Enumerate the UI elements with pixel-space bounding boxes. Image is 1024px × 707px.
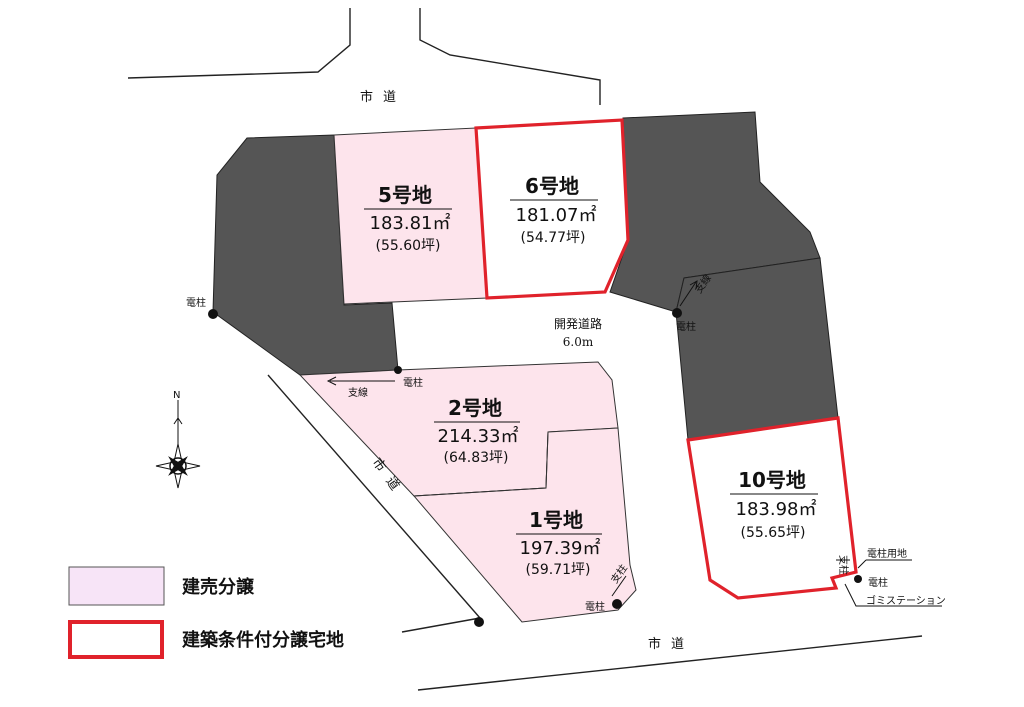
pole-label-lot10: 電柱 — [868, 576, 888, 589]
legend-conditional-label: 建築条件付分譲宅地 — [182, 629, 344, 651]
pole-marker-west — [208, 309, 218, 319]
pole-labels: 電柱 電柱 電柱 電柱 電柱 — [186, 296, 888, 613]
lot-2-title: 2号地 — [448, 396, 502, 420]
lot-1-label: 1号地 197.39㎡ (59.71坪) — [516, 508, 602, 578]
lot-2-tsubo: (64.83坪) — [443, 450, 508, 466]
lot-1-tsubo: (59.71坪) — [525, 562, 590, 578]
pole-marker-lot1 — [612, 599, 622, 609]
legend-sale-label: 建売分譲 — [182, 576, 255, 598]
pole-label-lot2: 電柱 — [403, 376, 423, 389]
pole-support-label-lot10: 支柱 — [837, 555, 850, 575]
lot-5-area: 183.81㎡ — [370, 212, 451, 234]
lot-6-area: 181.07㎡ — [516, 204, 597, 226]
north-label: N — [173, 390, 180, 401]
conditional-lots — [474, 118, 858, 600]
south-road-label: 市道 — [648, 636, 694, 652]
lot-6-label: 6号地 181.07㎡ (54.77坪) — [510, 174, 598, 246]
dev-road-width: 6.0m — [563, 335, 594, 349]
pole-label-west: 電柱 — [186, 296, 206, 309]
legend: 建売分譲 建築条件付分譲宅地 — [68, 566, 344, 659]
lot-10-title: 10号地 — [738, 468, 806, 492]
guy-wire-label-lot2: 支線 — [348, 386, 368, 399]
lot-10-area: 183.98㎡ — [736, 498, 817, 520]
lot-6-shape — [474, 118, 630, 300]
callouts: 電柱用地 ゴミステーション — [844, 547, 946, 607]
north-road-label: 市道 — [360, 89, 406, 105]
lot-1-title: 1号地 — [529, 508, 583, 532]
road-edges — [127, 8, 923, 691]
lot-10-shape — [686, 416, 858, 600]
lot-10-label: 10号地 183.98㎡ (55.65坪) — [730, 468, 818, 541]
lot-5-label: 5号地 183.81㎡ (55.60坪) — [364, 183, 452, 254]
garbage-station-label: ゴミステーション — [866, 594, 946, 607]
lot-6-tsubo: (54.77坪) — [520, 230, 585, 246]
sale-lots — [298, 127, 637, 623]
lot-1-area: 197.39㎡ — [520, 537, 601, 559]
pole-marker-lot10 — [854, 575, 862, 583]
lot-6-title: 6号地 — [525, 174, 579, 198]
pole-label-lot1: 電柱 — [585, 600, 605, 613]
lot-2-area: 214.33㎡ — [438, 425, 519, 447]
lot-5-tsubo: (55.60坪) — [375, 238, 440, 254]
pole-land-label: 電柱用地 — [867, 547, 907, 560]
lot-labels: 5号地 183.81㎡ (55.60坪) 6号地 181.07㎡ (54.77坪… — [364, 174, 818, 578]
lot-2-label: 2号地 214.33㎡ (64.83坪) — [434, 396, 520, 466]
pole-marker-southwest — [474, 617, 484, 627]
pole-label-east: 電柱 — [676, 320, 696, 333]
legend-sale-swatch — [68, 566, 165, 606]
lot-10-tsubo: (55.65坪) — [740, 525, 805, 541]
pole-marker-lot2 — [394, 366, 402, 374]
dev-road-name: 開発道路 — [554, 316, 602, 331]
other-lots — [212, 111, 839, 441]
lot-5-title: 5号地 — [378, 183, 432, 207]
pole-marker-east — [672, 308, 682, 318]
lot-dividers — [413, 431, 549, 497]
utility-poles — [208, 308, 862, 627]
legend-conditional-swatch — [68, 620, 164, 659]
compass: N — [155, 390, 201, 489]
